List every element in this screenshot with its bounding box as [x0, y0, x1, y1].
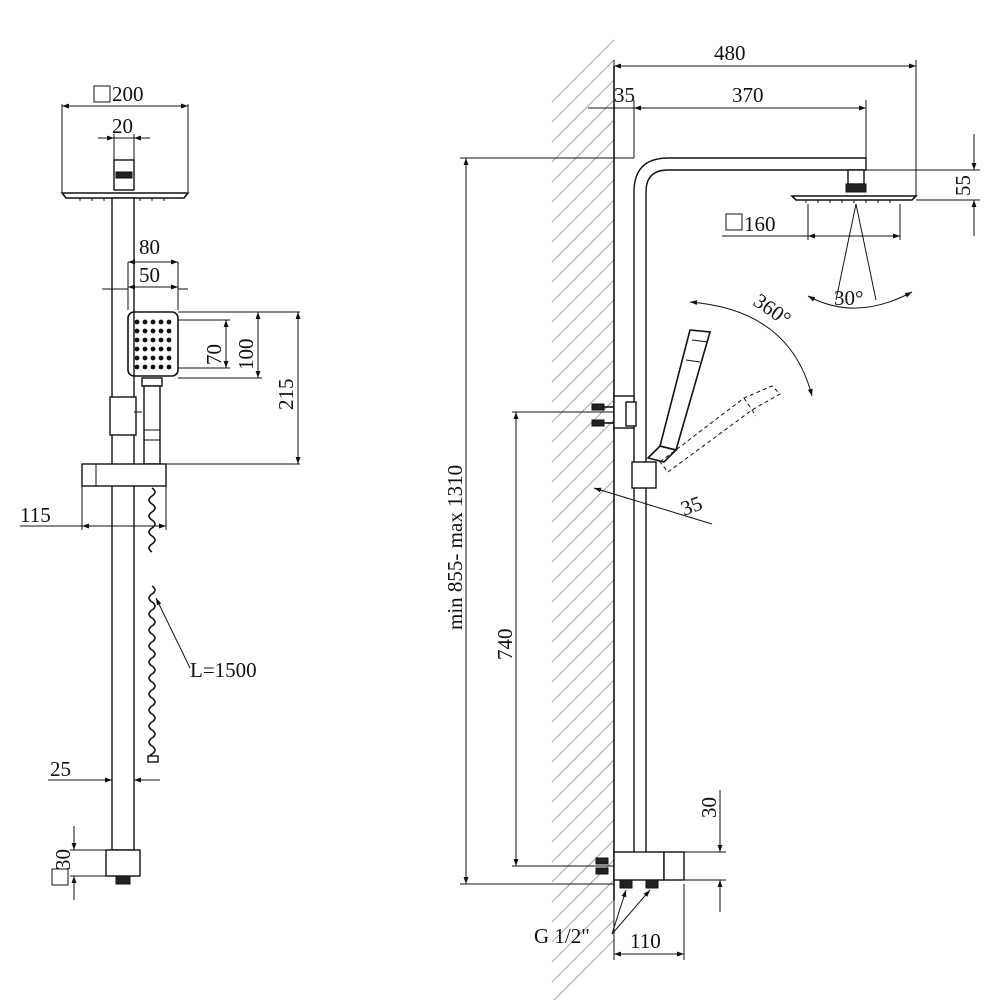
shower-hose	[147, 585, 159, 763]
hand-shower-tilted	[659, 385, 781, 473]
dim-215: 215	[274, 379, 298, 411]
dim-hose-length: L=1500	[190, 658, 257, 682]
main-pipe-front	[111, 197, 135, 851]
main-pipe-side	[633, 157, 867, 861]
dim-740: 740	[493, 629, 517, 661]
dim-370: 370	[732, 83, 764, 107]
dim-height-range: min 855- max 1310	[443, 465, 467, 630]
wall-hatch	[551, 39, 615, 1000]
dim-20: 20	[112, 114, 133, 138]
dim-tilt-35: 35	[678, 491, 706, 521]
dim-30-left: 30	[51, 849, 75, 870]
hand-shower-front	[127, 311, 179, 465]
dim-115: 115	[20, 503, 51, 527]
dim-55: 55	[951, 175, 975, 196]
hand-shower-side	[646, 329, 712, 463]
dim-100: 100	[234, 339, 258, 371]
dim-200: 200	[112, 82, 144, 106]
dim-rotation: 360°	[749, 288, 795, 331]
front-view	[20, 85, 301, 900]
rain-head-front	[60, 159, 190, 201]
rain-head-side	[790, 169, 918, 203]
dim-50: 50	[139, 263, 160, 287]
dim-80: 80	[139, 235, 160, 259]
dim-110: 110	[630, 929, 661, 953]
side-view	[460, 39, 980, 1000]
dim-thread: G 1/2"	[534, 924, 590, 948]
dim-160: 160	[744, 212, 776, 236]
dim-spray-angle: 30°	[834, 286, 863, 310]
dimension-labels: 200 20 80 50 70 100 215 115 L=1500 25 30…	[20, 41, 975, 953]
dim-35-wall: 35	[614, 83, 635, 107]
mixer-connector	[595, 851, 685, 889]
dim-25: 25	[50, 757, 71, 781]
hand-shower-holder	[631, 461, 657, 489]
dim-480: 480	[714, 41, 746, 65]
bottom-connector-front	[105, 849, 141, 885]
hose-coil-upper	[148, 487, 156, 553]
wall-bracket-upper	[591, 395, 637, 429]
dim-30-right: 30	[697, 797, 721, 818]
dim-70: 70	[202, 344, 226, 365]
slider-holder-front	[81, 396, 167, 487]
